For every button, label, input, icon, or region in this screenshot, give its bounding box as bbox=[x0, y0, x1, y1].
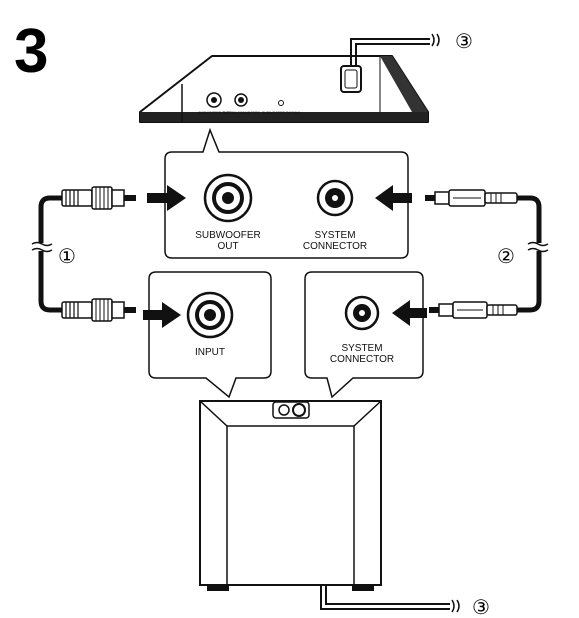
foot-right bbox=[352, 585, 374, 591]
label-sub-system-line1: SYSTEM bbox=[341, 343, 382, 354]
callout-3-top: ③ bbox=[455, 29, 473, 53]
label-input: INPUT bbox=[195, 347, 225, 358]
arrow-to-sub-system-connector bbox=[392, 300, 427, 326]
panel-label-subwoofer-out: SUBWOOFER OUT bbox=[198, 111, 230, 115]
pairing-button bbox=[278, 100, 284, 106]
panel-subwoofer-out-jack bbox=[206, 92, 222, 108]
foot-left bbox=[207, 585, 229, 591]
panel-label-subwoofer-pairing: SUBWOOFER PAIRING bbox=[262, 111, 300, 115]
zoom-system-connector-jack bbox=[316, 179, 354, 217]
label-system-connector-line1: SYSTEM bbox=[314, 230, 355, 241]
arrow-to-subwoofer-out bbox=[147, 185, 186, 211]
label-subwoofer-out-line2: OUT bbox=[217, 241, 238, 252]
cable-2-system: ② bbox=[425, 189, 549, 319]
callout-3-bottom: ③ bbox=[472, 595, 490, 618]
callout-1: ① bbox=[58, 244, 76, 268]
step-number: 3 bbox=[14, 17, 48, 86]
zoom-subwoofer-input: INPUT bbox=[148, 271, 272, 399]
power-cord-bottom bbox=[320, 585, 450, 610]
label-sub-system-line2: CONNECTOR bbox=[330, 354, 394, 365]
zoom-subwoofer-out-jack bbox=[203, 173, 253, 223]
zoom-input-jack bbox=[186, 291, 234, 339]
zoom-subwoofer-system-connector: SYSTEM CONNECTOR bbox=[304, 271, 424, 399]
arrow-to-input bbox=[143, 302, 181, 328]
label-subwoofer-out-line1: SUBWOOFER bbox=[195, 230, 261, 241]
subwoofer-top-connectors bbox=[272, 401, 310, 419]
arrows bbox=[143, 185, 427, 328]
callout-2: ② bbox=[497, 244, 515, 268]
base-unit: SUBWOOFER OUT SYSTEM CONNECTOR SUBWOOFER… bbox=[139, 29, 473, 123]
rca-plug-bottom bbox=[61, 298, 136, 322]
panel-system-connector-jack bbox=[234, 93, 248, 107]
cable-1-rca: ① bbox=[31, 186, 136, 322]
panel-label-system-connector: SYSTEM CONNECTOR bbox=[222, 111, 260, 115]
mini-plug-top bbox=[425, 189, 518, 207]
label-system-connector-line2: CONNECTOR bbox=[303, 241, 367, 252]
zoom-subwoofer-system-jack bbox=[344, 295, 380, 331]
mini-plug-bottom bbox=[429, 301, 518, 319]
subwoofer: ③ bbox=[199, 400, 490, 618]
rca-plug-top bbox=[61, 186, 136, 210]
arrow-to-system-connector bbox=[375, 185, 412, 211]
zoom-base-unit-connectors: SUBWOOFER OUT SYSTEM CONNECTOR bbox=[164, 127, 409, 259]
power-cord-top bbox=[350, 38, 430, 66]
